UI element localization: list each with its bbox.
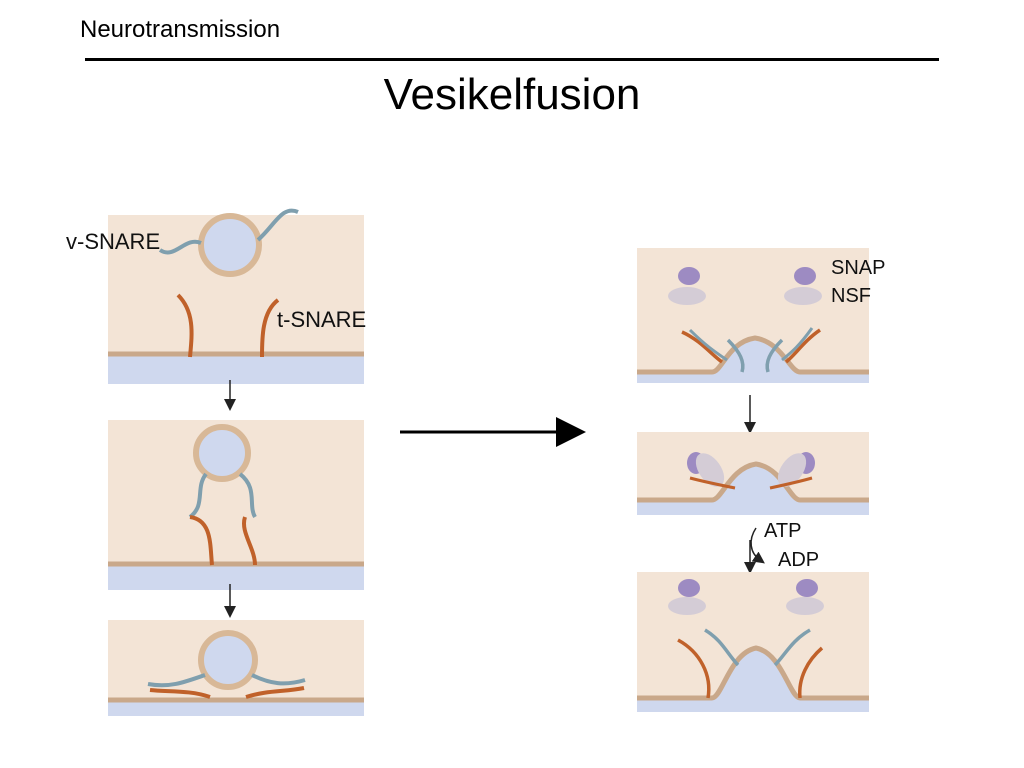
v-snare-right: [256, 208, 299, 242]
nsf-protein: [668, 597, 706, 615]
v-snare-label: v-SNARE: [66, 229, 160, 254]
fused-membrane: [637, 645, 869, 701]
snap-label: SNAP: [831, 257, 885, 279]
slide-title: Vesikelfusion: [383, 70, 641, 119]
stage-complex-binding: [637, 432, 869, 515]
vesicle: [198, 630, 258, 690]
cleft: [637, 340, 869, 383]
stage-disassembly: [637, 572, 869, 712]
section-label: Neurotransmission: [80, 16, 281, 43]
t-snare-left: [149, 688, 211, 699]
atp-label: ATP: [764, 520, 801, 542]
header-divider: [85, 58, 939, 61]
fused-membrane: [637, 335, 869, 375]
t-snare-right: [242, 516, 257, 566]
atp-hydrolysis-step: ATP ADP: [744, 520, 819, 574]
nsf-protein: [695, 453, 725, 487]
t-snare-right: [260, 298, 280, 358]
vesicle: [193, 424, 251, 482]
snap-protein: [678, 267, 700, 285]
v-snare-right: [238, 472, 257, 519]
v-snare-right: [251, 673, 306, 686]
t-snare-right: [245, 686, 305, 699]
nsf-protein: [777, 453, 807, 487]
stage-trans-complex: [108, 620, 364, 716]
stage-snare-pairing: [108, 420, 364, 590]
nsf-protein: [668, 287, 706, 305]
snap-protein: [794, 267, 816, 285]
v-snare-left: [188, 472, 208, 519]
cleft: [637, 466, 869, 515]
t-snare-left: [189, 515, 214, 566]
t-snare-left: [176, 293, 194, 358]
stage-snap-nsf-recruitment: [637, 208, 869, 383]
cleft: [637, 650, 869, 712]
nsf-label: NSF: [831, 285, 871, 307]
fused-membrane: [637, 461, 869, 503]
adp-label: ADP: [778, 549, 819, 571]
t-snare-label: t-SNARE: [277, 307, 366, 332]
snap-protein: [678, 579, 700, 597]
vesicle: [198, 213, 262, 277]
v-snare-left: [158, 239, 202, 255]
left-panel: v-SNARE t-SNARE: [66, 200, 366, 716]
stage-docking-approach: [108, 200, 364, 385]
right-panel: ATP ADP SNAP NSF: [637, 208, 885, 712]
snap-protein: [796, 579, 818, 597]
nsf-protein: [786, 597, 824, 615]
v-snare-left: [147, 673, 206, 688]
nsf-protein: [784, 287, 822, 305]
